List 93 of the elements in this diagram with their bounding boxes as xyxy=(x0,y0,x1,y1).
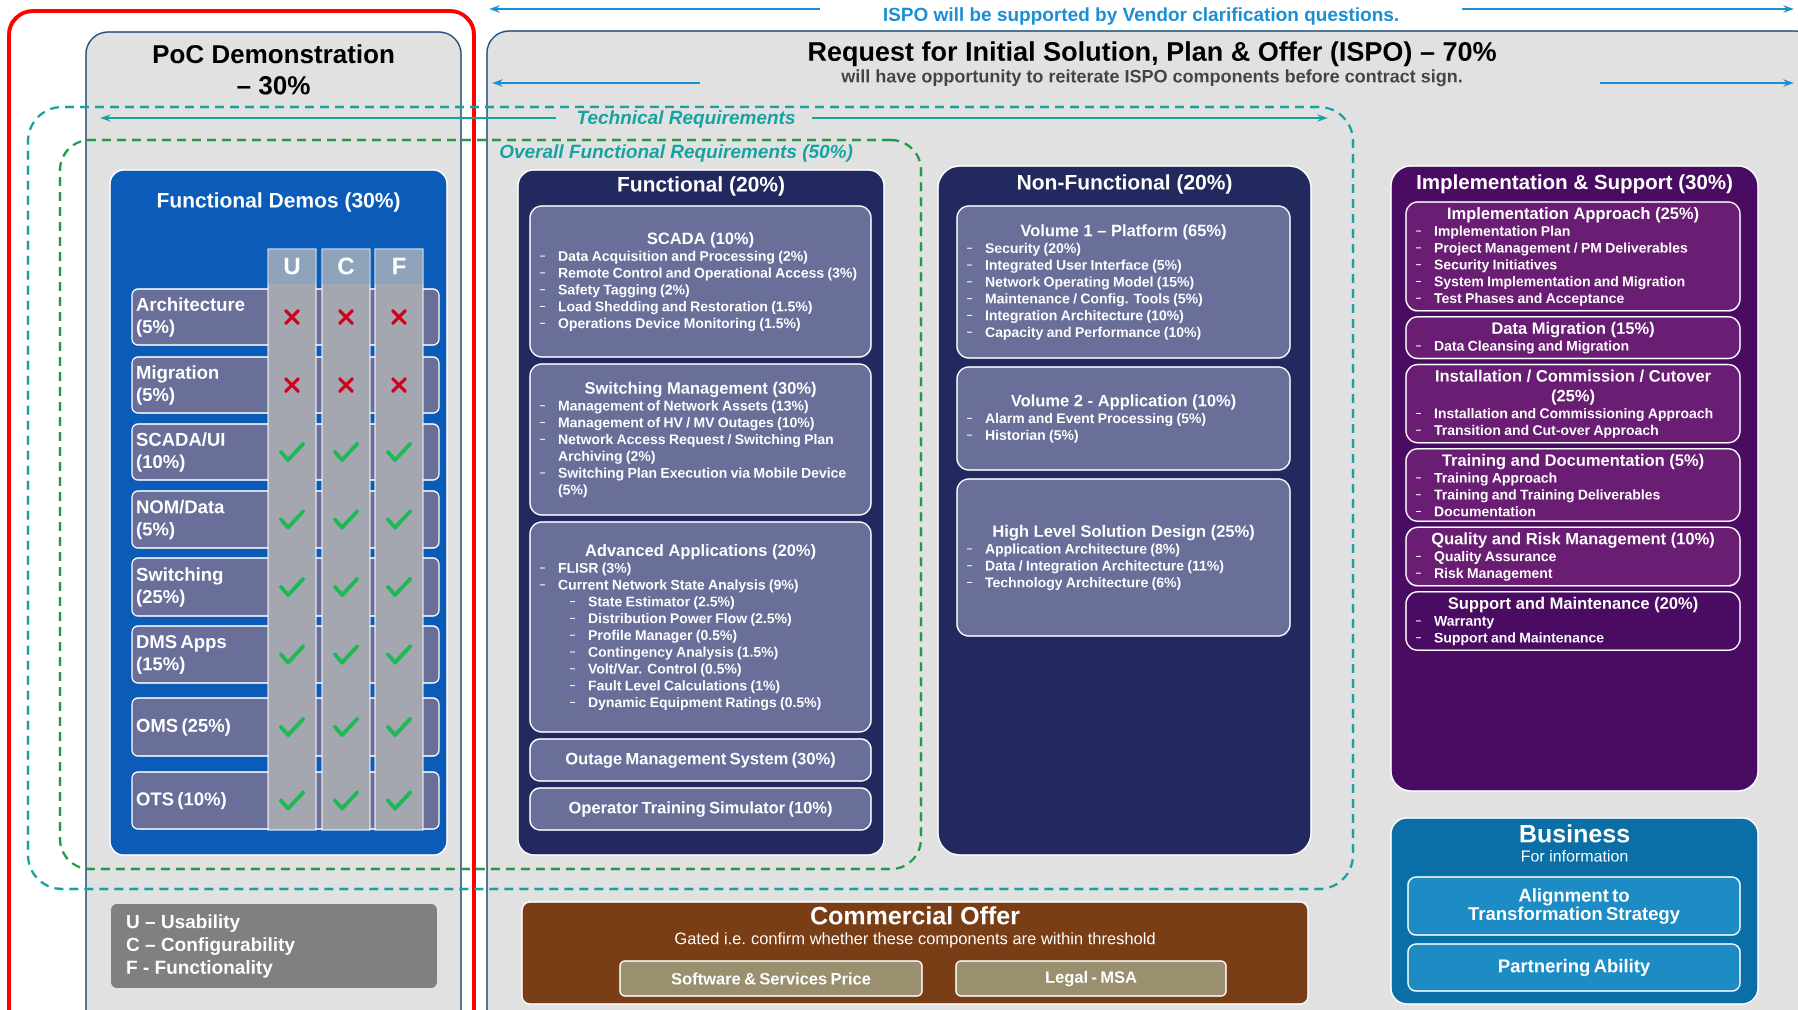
section-box xyxy=(529,363,872,516)
box-heading: Training and Documentation (5%) xyxy=(1442,453,1704,470)
item-box: Outage Management System (30%) xyxy=(529,738,872,782)
panel-title: Commercial Offer xyxy=(811,906,1020,925)
section-box xyxy=(1405,448,1741,523)
list-item: System Implementation and Migration xyxy=(1415,276,1685,290)
list-item: Technology Architecture (6%) xyxy=(966,577,1181,591)
list-item: Risk Management xyxy=(1415,567,1553,581)
table-column: U xyxy=(267,248,317,831)
panel-title: PoC Demonstration – 30% xyxy=(153,44,394,95)
list-item: Training Approach xyxy=(1415,472,1557,486)
table-column: F xyxy=(374,248,424,831)
list-item: Warranty xyxy=(1415,616,1495,629)
section-box xyxy=(1405,316,1741,360)
list-item: Data Cleansing and Migration xyxy=(1415,340,1629,354)
table-column: C xyxy=(321,248,371,831)
list-item: Installation and Commissioning Approach xyxy=(1415,408,1713,422)
box-heading: Volume 2 - Application (10%) xyxy=(1010,394,1236,410)
list-item: Fault Level Calculations (1%) xyxy=(569,680,780,694)
box-heading: Support and Maintenance (20%) xyxy=(1448,596,1698,613)
list-item: Volt/Var. Control (0.5%) xyxy=(569,663,741,677)
list-item: Contingency Analysis (1.5%) xyxy=(569,646,778,660)
list-item: Alarm and Event Processing (5%) xyxy=(966,412,1206,426)
list-item: Training and Training Deliverables xyxy=(1415,489,1660,503)
list-item: Data / Integration Architecture (11%) xyxy=(966,560,1224,574)
section-box xyxy=(956,478,1291,637)
list-item: Safety Tagging (2%) xyxy=(539,284,689,298)
list-item: Integrated User Interface (5%) xyxy=(966,259,1181,273)
list-item: Historian (5%) xyxy=(966,429,1078,443)
list-item: Security Initiatives xyxy=(1415,259,1557,273)
list-item: State Estimator (2.5%) xyxy=(569,596,734,610)
box-heading: Volume 1 – Platform (65%) xyxy=(1020,224,1226,240)
list-item: Test Phases and Acceptance xyxy=(1415,292,1624,306)
list-item: Integration Architecture (10%) xyxy=(966,310,1184,324)
list-item: Dynamic Equipment Ratings (0.5%) xyxy=(569,696,821,711)
list-item: Switching Plan Execution via Mobile Device (5%) xyxy=(539,467,846,498)
list-item: Support and Maintenance xyxy=(1415,632,1604,646)
list-item: Profile Manager (0.5%) xyxy=(569,629,737,643)
section-box xyxy=(1405,201,1741,312)
list-item: Network Operating Model (15%) xyxy=(966,276,1194,290)
section-box xyxy=(956,205,1291,359)
list-item: Distribution Power Flow (2.5%) xyxy=(569,612,791,626)
list-item: FLISR (3%) xyxy=(539,562,631,576)
panel-title: Business xyxy=(1520,824,1630,843)
item-box: Software & Services Price xyxy=(619,960,923,997)
key-box xyxy=(111,904,437,988)
panel-subtitle: will have opportunity to reiterate ISPO components before contract sign. xyxy=(841,69,1462,87)
section-box xyxy=(1405,591,1741,652)
item-box: Operator Training Simulator (10%) xyxy=(529,787,872,831)
list-item: Operations Device Monitoring (1.5%) xyxy=(539,317,800,331)
box-heading: High Level Solution Design (25%) xyxy=(993,524,1254,541)
box-heading: Implementation Approach (25%) xyxy=(1448,207,1699,223)
panel-subtitle: For information xyxy=(1522,849,1628,862)
list-item: Implementation Plan xyxy=(1415,225,1570,239)
list-item: Management of Network Assets (13%) xyxy=(539,400,808,414)
list-item: Security (20%) xyxy=(966,242,1081,256)
key-entry: U – Usability xyxy=(127,914,240,933)
list-item: Application Architecture (8%) xyxy=(966,543,1180,557)
panel-subtitle: Gated i.e. confirm whether these components are within threshold xyxy=(675,932,1155,948)
list-item: Quality Assurance xyxy=(1415,550,1556,564)
box-heading: SCADA (10%) xyxy=(647,232,754,248)
list-item: Documentation xyxy=(1415,506,1536,517)
box-heading: Quality and Risk Management (10%) xyxy=(1431,532,1714,548)
section-box xyxy=(529,205,872,358)
list-item: Data Acquisition and Processing (2%) xyxy=(539,250,808,264)
item-box: Legal - MSA xyxy=(955,960,1227,997)
panel-title: Non-Functional (20%) xyxy=(1018,174,1232,194)
key-entry: C – Configurability xyxy=(126,937,295,955)
box-heading: Installation / Commission / Cutover (25%) xyxy=(1436,369,1711,405)
list-item: Capacity and Performance (10%) xyxy=(966,326,1201,340)
section-box xyxy=(1405,363,1741,444)
panel-title: Implementation & Support (30%) xyxy=(1417,174,1732,194)
box-heading: Advanced Applications (20%) xyxy=(585,543,816,560)
list-item: Management of HV / MV Outages (10%) xyxy=(539,417,814,431)
key-entry: F - Functionality xyxy=(127,959,273,978)
item-box: Alignment to Transformation Strategy xyxy=(1407,876,1741,936)
list-item: Transition and Cut-over Approach xyxy=(1415,424,1658,438)
list-item: Network Access Request / Switching Plan Archiving (2%) xyxy=(539,433,833,464)
list-item: Remote Control and Operational Access (3%) xyxy=(539,267,857,281)
list-item: Maintenance / Config. Tools (5%) xyxy=(966,293,1203,307)
list-item: Project Management / PM Deliverables xyxy=(1415,242,1688,256)
panel-title: Functional Demos (30%) xyxy=(157,192,400,212)
panel-title: Functional (20%) xyxy=(618,176,784,196)
section-box xyxy=(1405,526,1741,587)
item-box: Partnering Ability xyxy=(1407,943,1741,992)
panel-title: Request for Initial Solution, Plan & Offer (ISPO) – 70% xyxy=(809,41,1496,67)
list-item: Load Shedding and Restoration (1.5%) xyxy=(539,301,812,315)
box-heading: Data Migration (15%) xyxy=(1492,321,1654,338)
box-heading: Switching Management (30%) xyxy=(584,381,816,398)
section-box xyxy=(956,366,1291,471)
banner-text: ISPO will be supported by Vendor clarification questions. xyxy=(884,7,1398,25)
list-item: Current Network State Analysis (9%) xyxy=(539,579,798,593)
section-box xyxy=(529,521,872,733)
